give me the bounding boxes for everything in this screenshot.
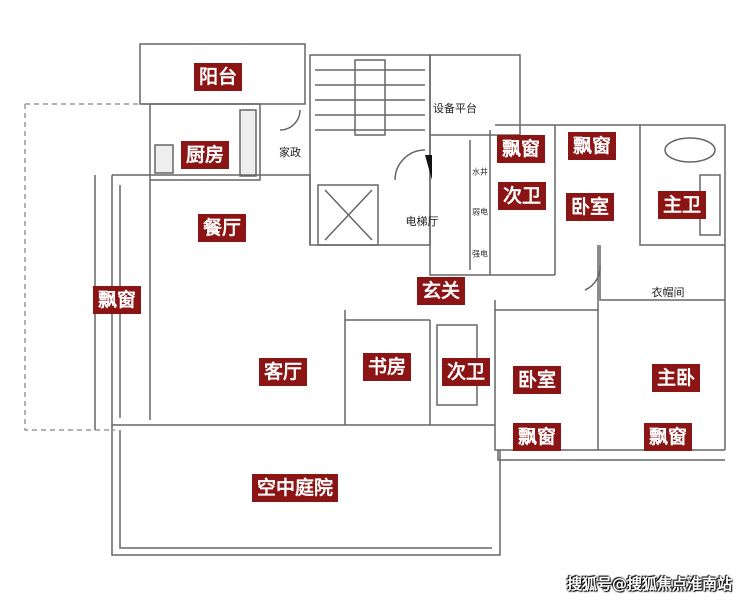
room-label-bay-window: 飘窗 bbox=[567, 132, 617, 160]
room-label-study: 书房 bbox=[362, 353, 412, 381]
room-label-master-bath: 主卫 bbox=[657, 191, 707, 219]
room-label-foyer: 玄关 bbox=[416, 277, 466, 305]
room-label-living: 客厅 bbox=[258, 358, 308, 386]
room-label-housekeeping: 家政 bbox=[279, 146, 301, 159]
shaft-label-weak: 弱电 bbox=[472, 207, 488, 217]
shaft-label-water: 水井 bbox=[472, 167, 488, 177]
room-label-bedroom: 卧室 bbox=[512, 366, 562, 394]
room-label-kitchen: 厨房 bbox=[180, 141, 230, 169]
room-label-master-bedroom: 主卧 bbox=[651, 364, 701, 392]
room-label-bedroom: 卧室 bbox=[565, 193, 615, 221]
source-caption: 搜狐号@搜狐焦点淮南站 bbox=[566, 575, 732, 593]
room-label-bay-window: 飘窗 bbox=[496, 135, 546, 163]
room-label-bay-window: 飘窗 bbox=[643, 423, 693, 451]
room-label-bay-window: 飘窗 bbox=[512, 423, 562, 451]
room-label-secondary-bath: 次卫 bbox=[497, 182, 547, 210]
room-label-walkin-closet: 衣帽间 bbox=[651, 286, 685, 299]
room-label-elevator-hall: 电梯厅 bbox=[405, 215, 439, 228]
room-label-secondary-bath: 次卫 bbox=[441, 358, 491, 386]
room-label-sky-garden: 空中庭院 bbox=[251, 474, 339, 502]
room-label-bay-window: 飘窗 bbox=[92, 286, 142, 314]
shaft-label-strong: 强电 bbox=[472, 249, 488, 259]
room-label-balcony: 阳台 bbox=[193, 63, 243, 91]
room-label-equipment-platform: 设备平台 bbox=[433, 102, 477, 115]
room-label-dining: 餐厅 bbox=[197, 214, 247, 242]
